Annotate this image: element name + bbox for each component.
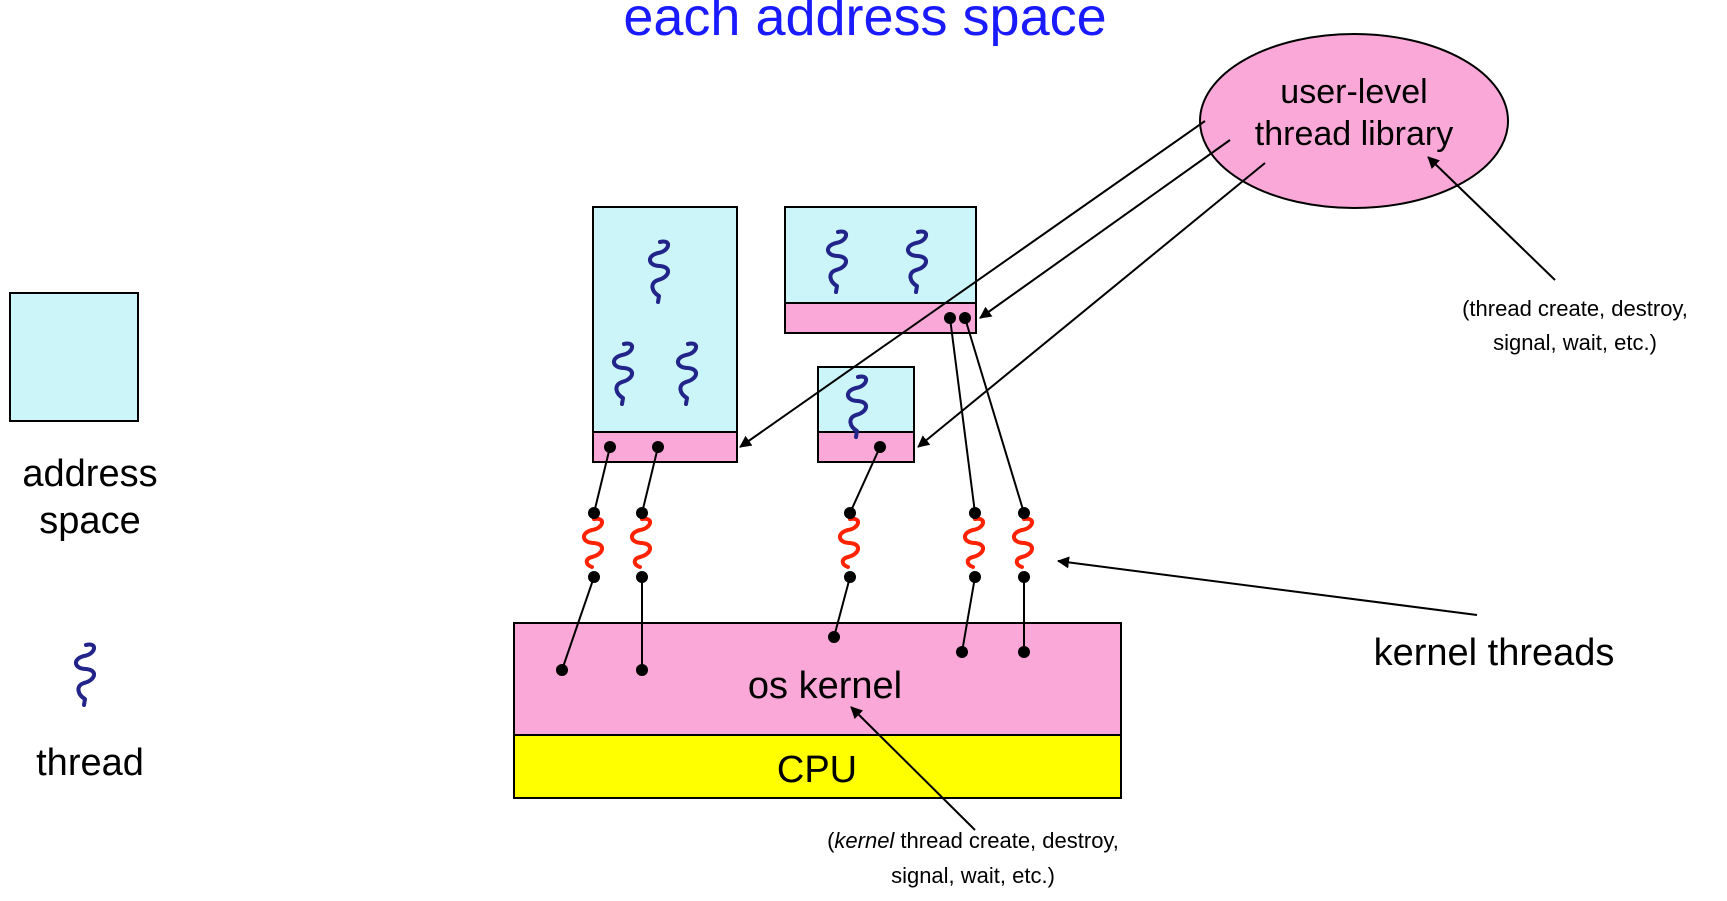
cpu-label: CPU (777, 749, 857, 791)
kernel-thread-4 (962, 516, 986, 569)
connection-dots (556, 312, 1030, 676)
kernel-threads-arrow (1057, 556, 1478, 616)
legend-address-label-line1: address (22, 453, 157, 495)
legend-thread-label: thread (36, 742, 144, 784)
library-note-line2: signal, wait, etc.) (1493, 330, 1657, 355)
address-space-3-thread-table (817, 431, 915, 463)
address-space-1-thread-table (592, 431, 738, 463)
legend-address-space-box (9, 292, 139, 422)
kernel-note-line2: signal, wait, etc.) (891, 863, 1055, 888)
library-arrow-as1 (739, 120, 1206, 448)
library-arrow-as2 (979, 139, 1231, 319)
cpu-box (513, 734, 1122, 799)
address-space-3 (817, 366, 915, 433)
kernel-thread-3 (837, 516, 861, 569)
os-kernel-box (513, 622, 1122, 736)
os-kernel-label: os kernel (748, 665, 902, 707)
diagram-title: each address space (623, 0, 1106, 47)
library-note-arrow (1427, 156, 1556, 281)
kernel-thread-1 (581, 516, 605, 569)
address-space-2 (784, 206, 977, 304)
kernel-note-arrow (850, 706, 976, 831)
legend-thread-icon (73, 642, 97, 707)
legend-address-label-line2: space (39, 500, 140, 542)
library-arrow-as3 (917, 162, 1266, 448)
kernel-note-line1: (kernel thread create, destroy, (827, 828, 1119, 853)
thread-library-label-line1: user-level (1280, 73, 1427, 111)
kernel-threads-label: kernel threads (1374, 632, 1615, 674)
kernel-thread-2 (629, 516, 653, 569)
library-note-line1: (thread create, destroy, (1462, 296, 1688, 321)
kernel-thread-5 (1011, 516, 1035, 569)
thread-library-label-line2: thread library (1255, 115, 1453, 153)
